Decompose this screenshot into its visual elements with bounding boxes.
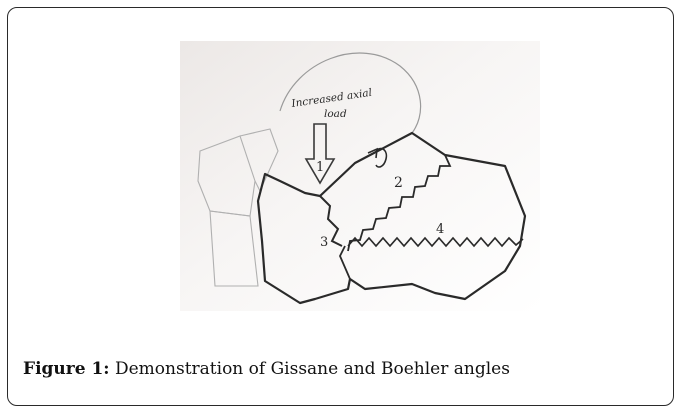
figure-drawing: Increased axial load 1 2 3 4 [180,41,540,311]
marker-1: 1 [316,160,324,175]
drawing-paper [180,41,540,311]
marker-2: 2 [394,175,403,191]
caption-text: Demonstration of Gissane and Boehler ang… [115,359,510,379]
figure-caption: Figure 1: Demonstration of Gissane and B… [23,359,510,379]
marker-4: 4 [436,222,444,237]
caption-label: Figure 1: [23,359,110,379]
marker-3: 3 [320,235,328,250]
load-annotation-line-2: load [324,108,347,120]
figure-frame: Increased axial load 1 2 3 4 Figure 1: D… [7,7,674,406]
